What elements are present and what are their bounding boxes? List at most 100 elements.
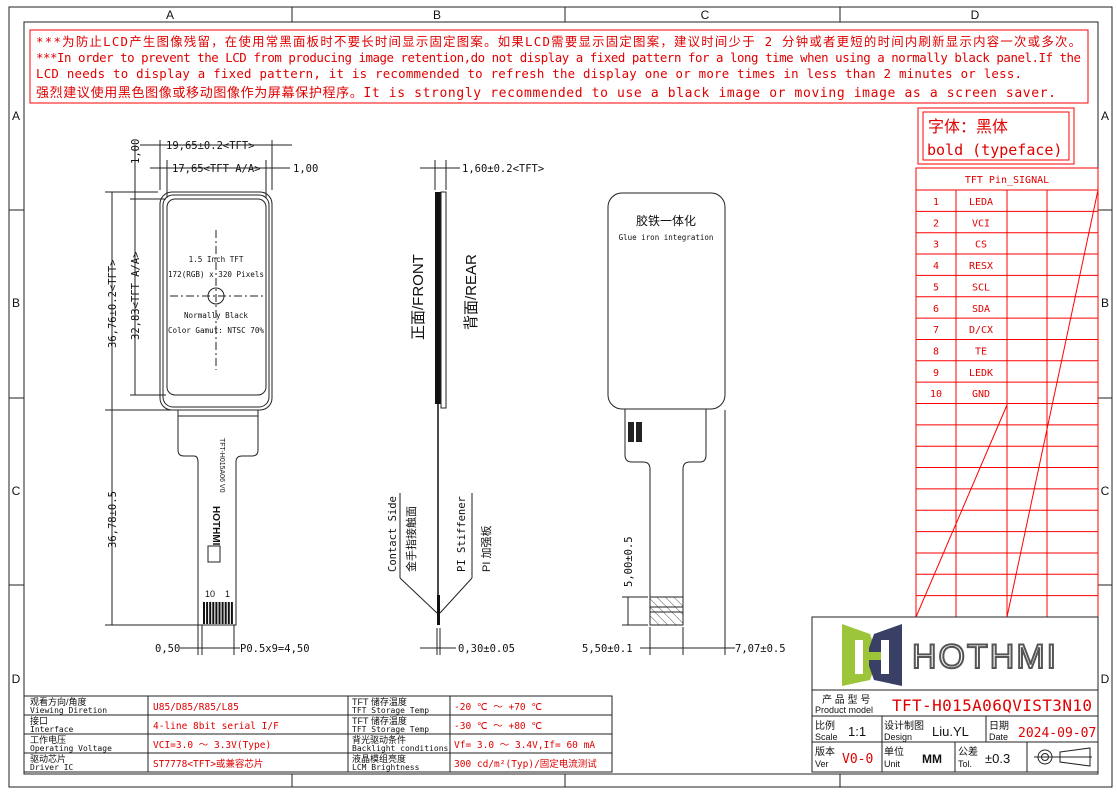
fpc-contacts	[203, 602, 233, 624]
tft-mode-label: Normally Black	[184, 311, 248, 320]
spec-label-en: TFT Storage Temp	[352, 706, 429, 715]
side-view: 1,60±0.2<TFT> 正面/FRONT 背面/REAR Contact S…	[387, 160, 544, 655]
warning-line-3: LCD needs to display a fixed pattern, it…	[36, 66, 1022, 81]
fpc-contact-pad	[230, 602, 233, 624]
spec-label-cn: 接口	[30, 715, 48, 726]
unit-label-en: Unit	[884, 759, 901, 769]
spec-label-cn: TFT 储存温度	[352, 696, 407, 707]
zone-col-d: D	[971, 8, 980, 22]
spec-label-en: LCM Brightness	[352, 763, 420, 772]
spec-label-en: Interface	[30, 725, 74, 734]
zone-col-c: C	[701, 8, 710, 22]
pin-number: 7	[933, 325, 939, 336]
dim-fpc-offset: 7,07±0.5	[735, 643, 786, 655]
warning-line-1: ***为防止LCD产生图像残留，在使用常黑面板时不要长时间显示固定图案。如果LC…	[36, 34, 1081, 49]
spec-value: U85/D85/R85/L85	[153, 702, 239, 713]
fpc-contact-pad	[209, 602, 212, 624]
pin-number: 4	[933, 261, 939, 272]
fpc-contact-pad	[224, 602, 227, 624]
pin-signal: SCL	[972, 282, 990, 293]
tft-gamut-label: Color Gamut: NTSC 70%	[168, 326, 264, 335]
dim-stiffener-length: 5,00±0.5	[623, 536, 635, 587]
spec-label-cn: 液晶模组亮度	[352, 753, 406, 764]
dim-fpc-width: 5,50±0.1	[582, 643, 633, 655]
dim-aa-width: 17,65<TFT A/A>	[172, 163, 261, 175]
pin-signal: VCI	[972, 218, 990, 229]
fpc-part-label: TFT-H015A06 V0	[218, 438, 225, 493]
spec-label-en: Viewing Diretion	[30, 706, 107, 715]
brand-name: HOTHMI	[912, 638, 1058, 676]
warning-box: ***为防止LCD产生图像残留，在使用常黑面板时不要长时间显示固定图案。如果LC…	[29, 29, 1089, 104]
pin-signal: SDA	[972, 304, 990, 315]
fpc-logo-icon	[207, 545, 221, 563]
pin-signal: GND	[972, 389, 990, 400]
spec-label-cn: 驱动芯片	[30, 753, 66, 764]
pin-signal: D/CX	[969, 325, 993, 336]
rear-label: 背面/REAR	[463, 254, 480, 330]
ver-label-cn: 版本	[815, 745, 835, 758]
pin-number: 8	[933, 346, 939, 357]
tol-label-cn: 公差	[958, 745, 978, 758]
dim-pitch: P0.5x9=4,50	[240, 643, 310, 655]
center-mark-icon	[207, 287, 225, 305]
spec-value: -20 ℃ ～ +70 ℃	[454, 702, 542, 713]
font-note-cn: 字体：黑体	[928, 117, 1008, 136]
spec-value: VCI=3.0 ～ 3.3V(Type)	[153, 740, 271, 751]
pin-number: 6	[933, 304, 939, 315]
zone-row-d: D	[12, 672, 21, 686]
rear-title-cn: 胶铁一体化	[636, 213, 696, 228]
tol-label-en: Tol.	[958, 759, 972, 769]
dim-fpc-thickness: 0,30±0.05	[458, 643, 515, 655]
zone-col-a: A	[166, 8, 174, 22]
ver-label-en: Ver	[815, 759, 829, 769]
unit-value: MM	[922, 752, 942, 766]
pin-number: 3	[933, 240, 939, 251]
contact-side-cn: 金手指接触面	[404, 506, 418, 572]
front-label: 正面/FRONT	[410, 254, 427, 340]
warning-line-2: ***In order to prevent the LCD from prod…	[36, 50, 1081, 65]
fpc-contact-pad	[212, 602, 215, 624]
rear-view: 胶铁一体化 Glue iron integration 5,00±0.5 5,5…	[582, 192, 786, 655]
date-value: 2024-09-07	[1018, 726, 1096, 741]
date-label-cn: 日期	[989, 720, 1009, 732]
pin-signal: LEDK	[969, 368, 993, 379]
unit-label-cn: 单位	[884, 745, 904, 758]
spec-value: 300 cd/m²(Typ)/固定电流测试	[454, 758, 597, 770]
zone-row-b-right: B	[1101, 296, 1109, 310]
pin-label-10: 10	[205, 589, 215, 599]
spec-label-cn: 背光驱动条件	[352, 734, 406, 745]
spec-label-en: Driver IC	[30, 763, 74, 772]
fpc-contact-pad	[206, 602, 209, 624]
dim-pad-width: 0,50	[155, 643, 180, 655]
scale-label-en: Scale	[815, 732, 838, 742]
date-label-en: Date	[989, 732, 1008, 742]
zone-row-d-right: D	[1101, 672, 1110, 686]
designer: Liu.YL	[932, 724, 969, 739]
stiffener-cn: PI 加强板	[479, 526, 493, 572]
zone-col-b: B	[433, 8, 441, 22]
fpc-contact-pad	[227, 602, 230, 624]
pin-signal: RESX	[969, 261, 993, 272]
font-note-en: bold (typeface)	[927, 141, 1062, 159]
dim-fpc-length: 36,78±0.5	[107, 491, 119, 548]
scale-value: 1:1	[848, 724, 866, 739]
dim-right-margin: 1,00	[293, 163, 318, 175]
tolerance-value: ±0.3	[985, 751, 1010, 766]
model-label-cn: 产 品 型 号	[822, 693, 870, 706]
product-model: TFT-H015A06QVIST3N10	[892, 696, 1092, 715]
pin-number: 10	[930, 389, 942, 400]
version-value: V0-0	[842, 752, 873, 767]
spec-value: Vf= 3.0 ～ 3.4V,If= 60 mA	[454, 740, 595, 751]
spec-label-cn: TFT 储存温度	[352, 715, 407, 726]
fpc-brand-label: HOTHMI	[210, 506, 221, 546]
warning-line-4: 强烈建议使用黑色图像或移动图像作为屏幕保护程序。It is strongly r…	[36, 85, 1056, 101]
pin-signal: TE	[975, 346, 987, 357]
fpc-contact-pad	[215, 602, 218, 624]
rear-title-en: Glue iron integration	[619, 233, 714, 242]
contact-side-en: Contact Side	[387, 496, 399, 572]
spec-label-en: Backlight conditions	[352, 744, 449, 753]
brand-logo-icon	[842, 624, 902, 686]
spec-value: -30 ℃ ～ +80 ℃	[454, 721, 542, 732]
zone-row-c: C	[12, 484, 21, 498]
